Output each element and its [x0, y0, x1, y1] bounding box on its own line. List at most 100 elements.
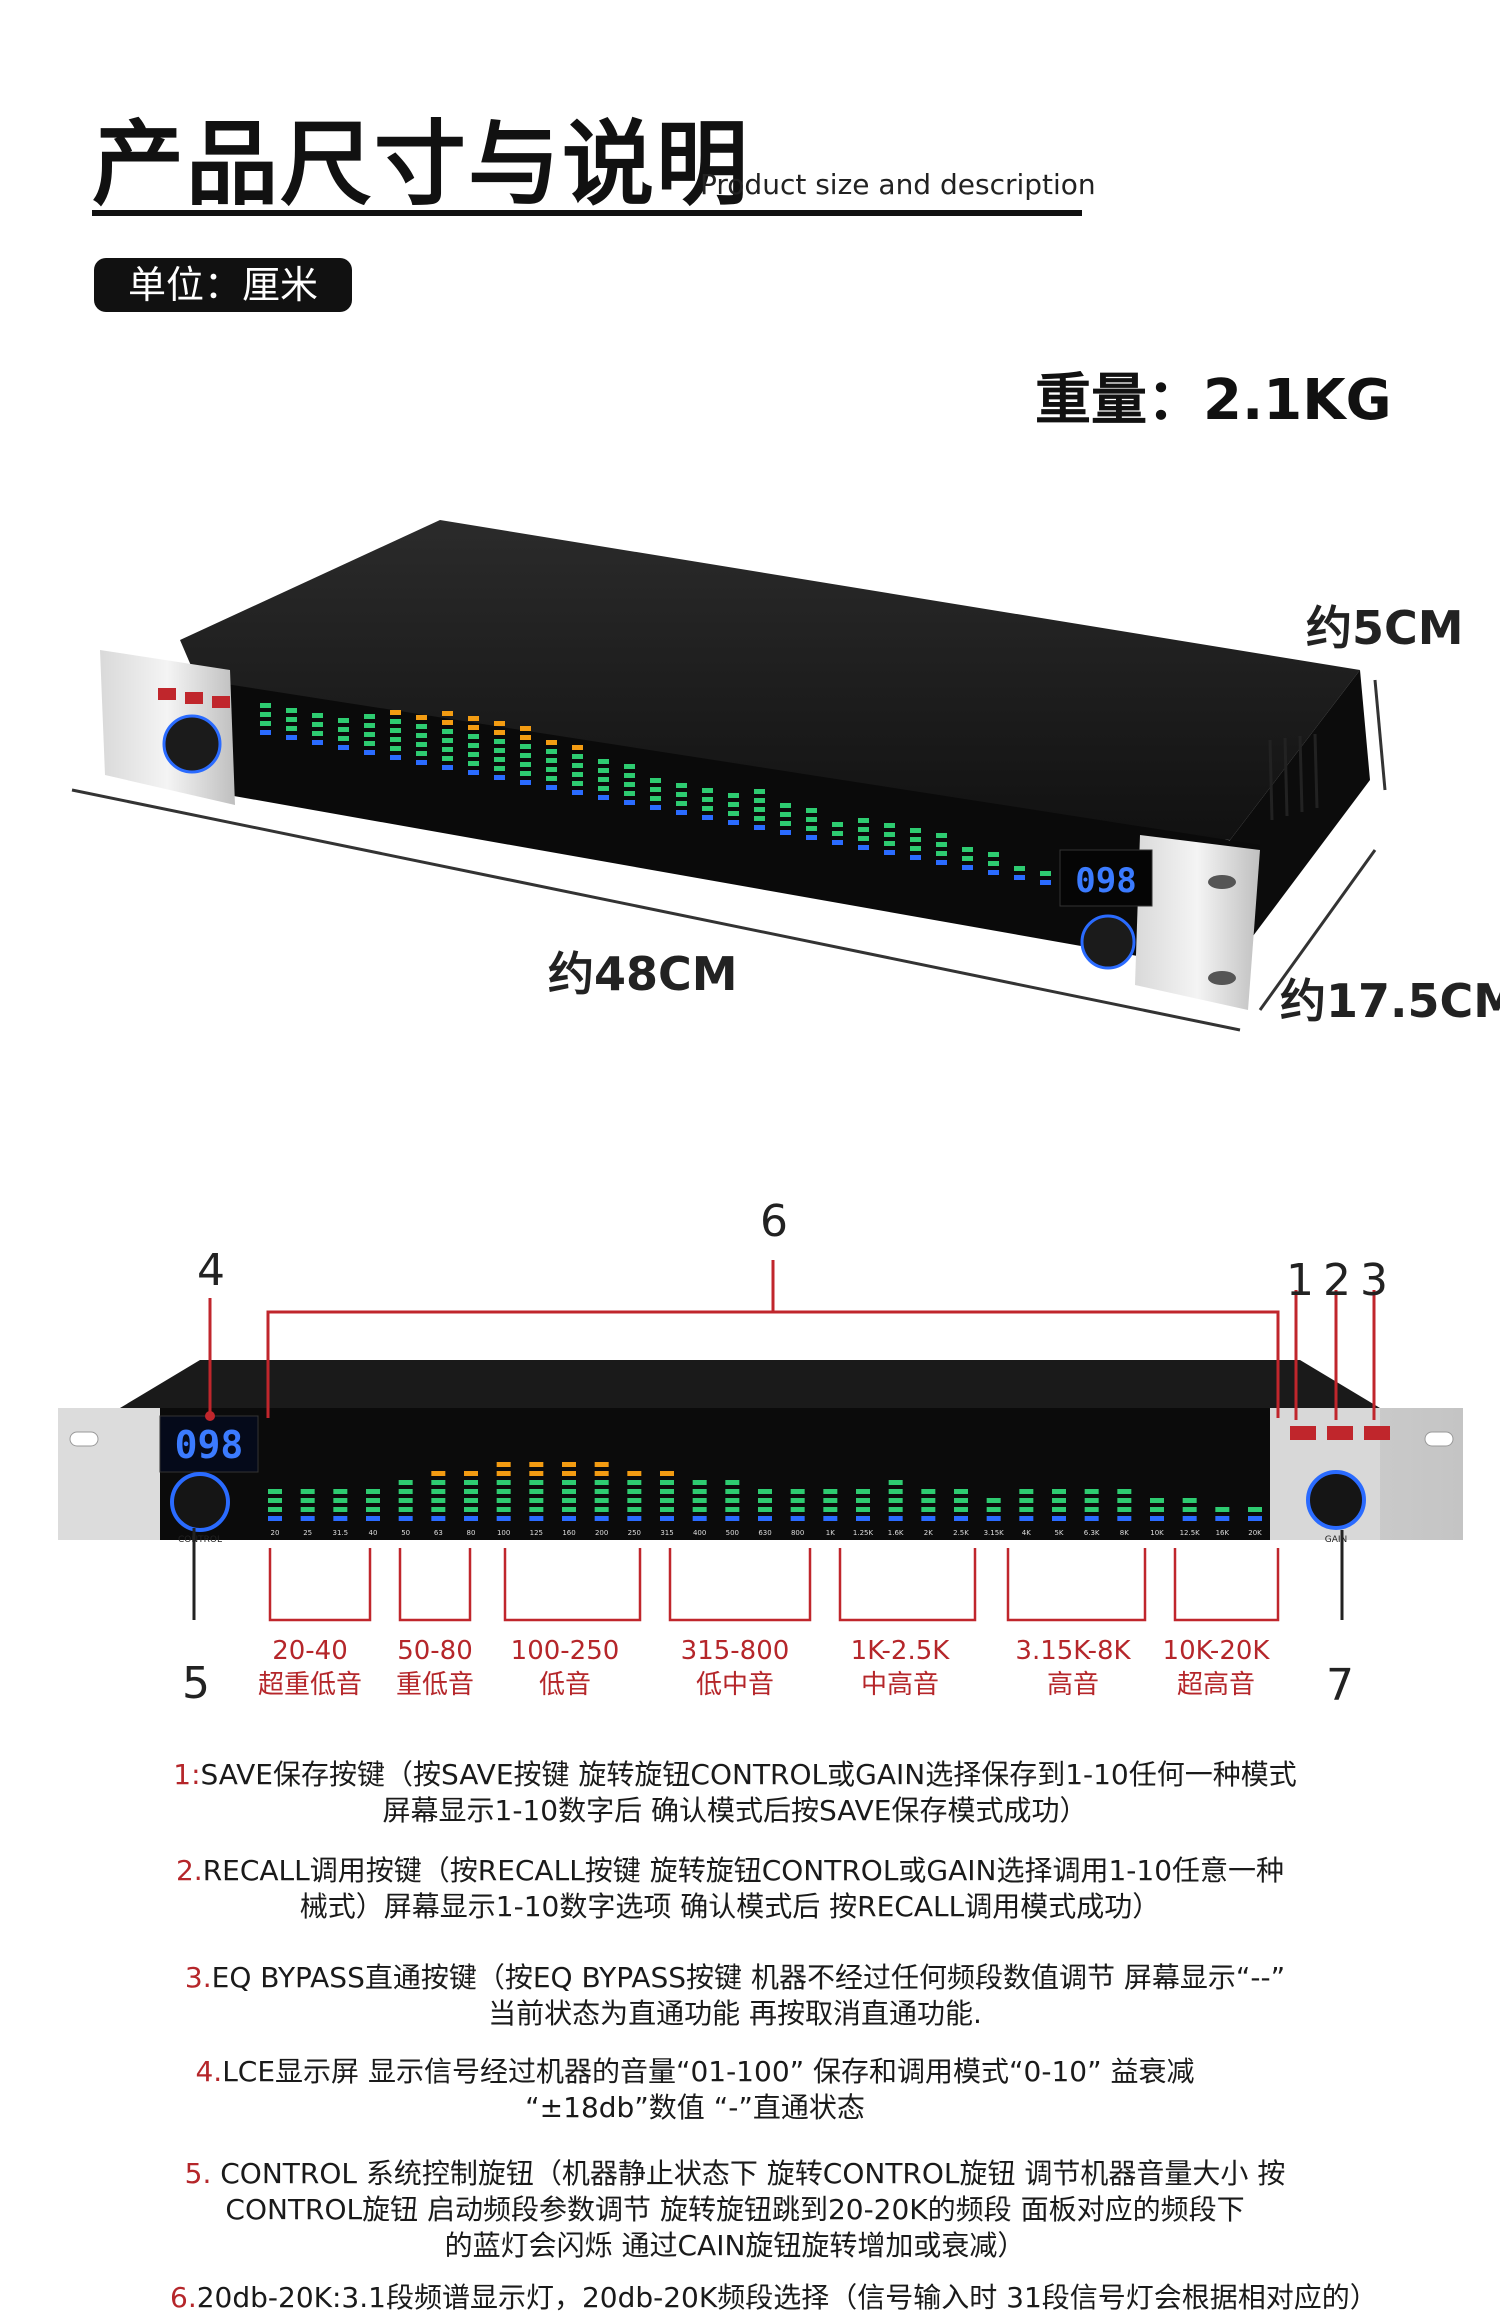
spectrum-segment: [728, 820, 739, 825]
spectrum-segment: [962, 856, 973, 861]
spectrum-segment: [624, 782, 635, 787]
page-title: 产品尺寸与说明: [92, 111, 751, 218]
spectrum-segment: [416, 742, 427, 747]
spectrum-segment: [468, 770, 479, 775]
spectrum-segment: [529, 1498, 544, 1503]
band-bracket: [838, 1548, 977, 1622]
spectrum-segment: [1052, 1507, 1066, 1512]
spectrum-segment: [312, 740, 323, 745]
frequency-tick-label: 12.5K: [1180, 1529, 1201, 1537]
spectrum-segment: [692, 1489, 707, 1494]
spectrum-segment: [988, 870, 999, 875]
dimension-width: 约48CM: [548, 947, 738, 1001]
spectrum-segment: [780, 803, 791, 808]
spectrum-segment: [725, 1507, 740, 1512]
spectrum-segment: [496, 1480, 511, 1485]
spectrum-segment: [416, 724, 427, 729]
spectrum-segment: [442, 720, 453, 725]
spectrum-segment: [1182, 1498, 1197, 1503]
spectrum-segment: [260, 730, 271, 735]
spectrum-segment: [494, 775, 505, 780]
frequency-tick-label: 20: [271, 1529, 280, 1537]
frequency-tick-label: 250: [628, 1529, 641, 1537]
spectrum-segment: [1084, 1516, 1099, 1521]
spectrum-segment: [546, 758, 557, 763]
spectrum-segment: [1052, 1498, 1066, 1503]
spectrum-segment: [624, 800, 635, 805]
frequency-tick-label: 315: [660, 1529, 673, 1537]
spectrum-segment: [806, 835, 817, 840]
spectrum-segment: [921, 1489, 936, 1494]
callout-2: 2: [1323, 1255, 1351, 1306]
spectrum-segment: [660, 1480, 674, 1485]
spectrum-segment: [529, 1507, 544, 1512]
spectrum-segment: [780, 821, 791, 826]
spectrum-segment: [676, 810, 687, 815]
spectrum-segment: [268, 1507, 282, 1512]
frequency-tick-label: 31.5: [333, 1529, 349, 1537]
title-underline: [92, 210, 1082, 216]
spectrum-segment: [442, 747, 453, 752]
callout-7: 7: [1326, 1660, 1354, 1711]
frequency-tick-label: 4K: [1022, 1529, 1031, 1537]
spectrum-segment: [398, 1516, 413, 1521]
spectrum-segment: [416, 715, 427, 720]
spectrum-segment: [594, 1498, 609, 1503]
spectrum-segment: [338, 718, 349, 723]
spectrum-segment: [725, 1480, 740, 1485]
frequency-tick-label: 800: [791, 1529, 804, 1537]
frequency-tick-label: 50: [401, 1529, 410, 1537]
spectrum-segment: [546, 785, 557, 790]
spectrum-segment: [910, 828, 921, 833]
spectrum-segment: [366, 1498, 380, 1503]
svg-text:098: 098: [1075, 861, 1136, 901]
description-3: 3.EQ BYPASS直通按键（按EQ BYPASS按键 机器不经过任何频段数值…: [184, 1961, 1286, 2030]
spectrum-segment: [754, 798, 765, 803]
spectrum-segment: [856, 1507, 870, 1512]
spectrum-segment: [954, 1498, 968, 1503]
spectrum-segment: [650, 805, 661, 810]
spectrum-segment: [496, 1498, 511, 1503]
spectrum-segment: [398, 1498, 413, 1503]
spectrum-segment: [676, 801, 687, 806]
spectrum-segment: [594, 1480, 609, 1485]
spectrum-segment: [594, 1516, 609, 1521]
spectrum-segment: [496, 1489, 511, 1494]
frequency-tick-label: 40: [369, 1529, 378, 1537]
spectrum-segment: [333, 1507, 348, 1512]
spectrum-segment: [494, 730, 505, 735]
frequency-tick-label: 25: [303, 1529, 312, 1537]
spectrum-segment: [728, 811, 739, 816]
spectrum-segment: [624, 791, 635, 796]
spectrum-segment: [390, 719, 401, 724]
spectrum-segment: [856, 1489, 870, 1494]
spectrum-segment: [823, 1516, 838, 1521]
spectrum-segment: [464, 1498, 478, 1503]
spectrum-segment: [572, 772, 583, 777]
spectrum-segment: [884, 832, 895, 837]
spectrum-segment: [468, 716, 479, 721]
spectrum-segment: [431, 1498, 446, 1503]
spectrum-segment: [790, 1498, 805, 1503]
spectrum-segment: [594, 1462, 609, 1467]
spectrum-segment: [260, 721, 271, 726]
description-5: 5. CONTROL 系统控制旋钮（机器静止状态下 旋转CONTROL旋钮 调节…: [184, 2157, 1286, 2262]
spectrum-segment: [546, 749, 557, 754]
spectrum-segment: [832, 831, 843, 836]
description-4: 4.LCE显示屏 显示信号经过机器的音量“01-100” 保存和调用模式“0-1…: [195, 2055, 1195, 2124]
spectrum-segment: [333, 1516, 348, 1521]
spectrum-segment: [1014, 866, 1025, 871]
spectrum-segment: [627, 1489, 642, 1494]
spectrum-segment: [333, 1498, 348, 1503]
spectrum-segment: [780, 830, 791, 835]
callout-5: 5: [182, 1658, 210, 1709]
spectrum-segment: [823, 1498, 838, 1503]
spectrum-segment: [312, 722, 323, 727]
spectrum-segment: [650, 787, 661, 792]
spectrum-segment: [1019, 1507, 1034, 1512]
spectrum-segment: [464, 1471, 478, 1476]
spectrum-segment: [858, 818, 869, 823]
spectrum-segment: [806, 826, 817, 831]
